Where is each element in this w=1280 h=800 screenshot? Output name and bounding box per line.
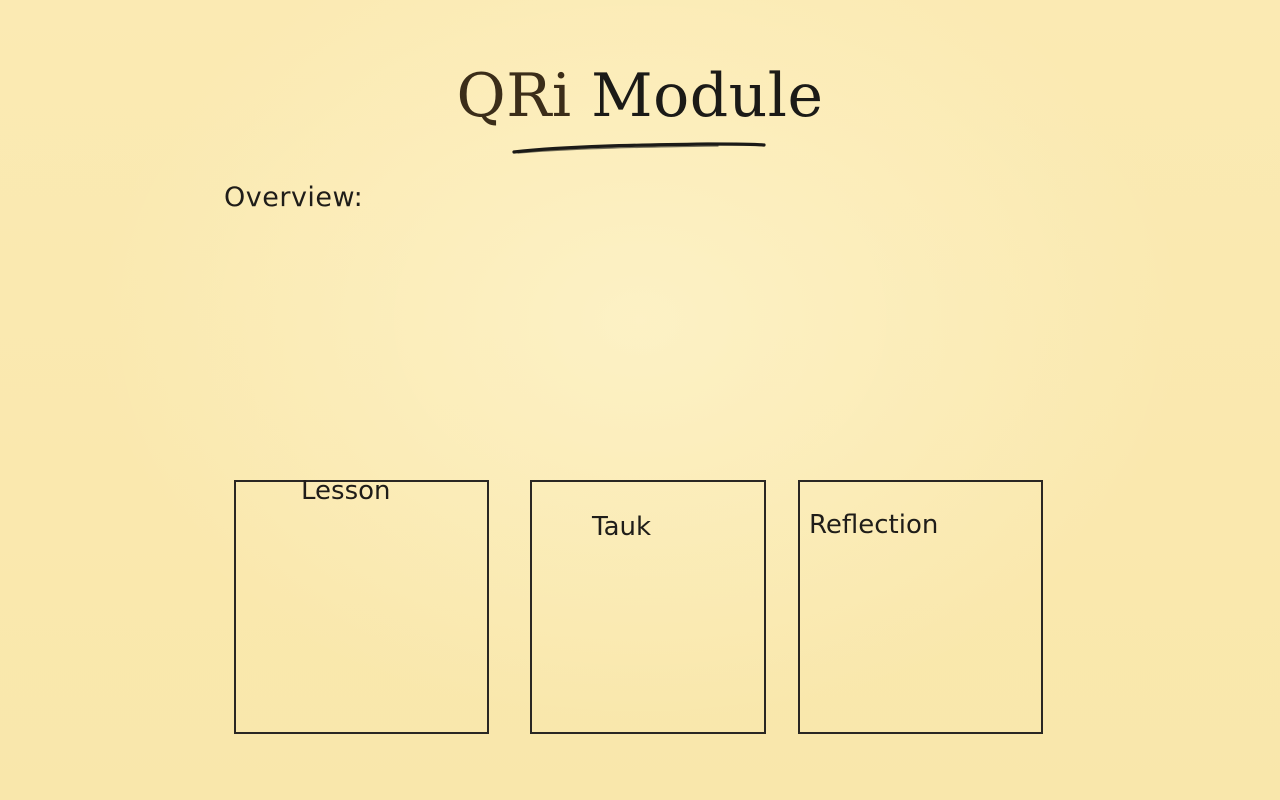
page-title-main: Module — [591, 61, 824, 131]
task-card-label: Tauk — [592, 512, 652, 542]
page-title-prefix: QRi — [456, 61, 572, 131]
task-card[interactable]: Tauk — [530, 480, 766, 734]
title-underline — [512, 142, 766, 154]
reflection-card[interactable]: Reflection — [798, 480, 1043, 734]
reflection-card-label: Reflection — [809, 510, 939, 540]
page-title: QRi Module — [0, 60, 1280, 132]
overview-label: Overview: — [224, 182, 364, 213]
lesson-card[interactable]: Lesson — [234, 476, 489, 734]
lesson-card-label: Lesson — [301, 476, 391, 506]
